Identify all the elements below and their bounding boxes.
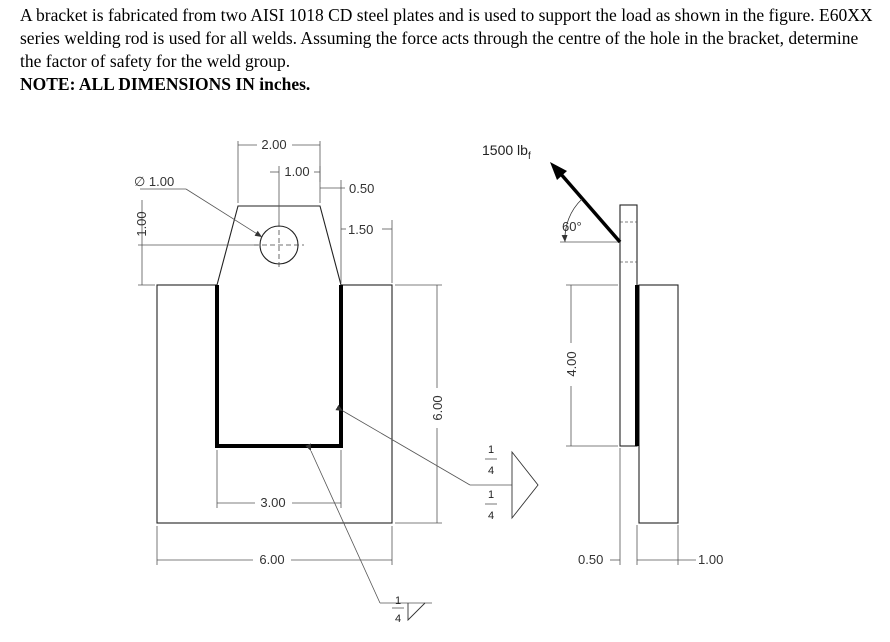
- front-view: 2.00 1.00 0.50 1.50 ∅ 1.00 1.00 6.00: [134, 137, 445, 567]
- dim-side-small: 0.50: [349, 181, 374, 196]
- side-view: 1500 lbf 60° 4.00 0.50 1.00: [482, 142, 723, 567]
- dim-weld-length: 4.00: [564, 351, 579, 376]
- dim-hole-height: 1.00: [134, 211, 149, 236]
- dim-side-large: 1.50: [348, 222, 373, 237]
- problem-note: NOTE: ALL DIMENSIONS IN inches.: [20, 74, 311, 94]
- force-label: 1500 lbf: [482, 142, 531, 162]
- weld-symbol-bottom: 1 4: [305, 443, 432, 625]
- dim-top-width: 2.00: [261, 137, 286, 152]
- weld-bead-front: [215, 285, 343, 448]
- problem-text: A bracket is fabricated from two AISI 10…: [20, 5, 873, 71]
- dim-thickness-left: 0.50: [578, 552, 603, 567]
- dim-base-width: 6.00: [259, 552, 284, 567]
- angle-label: 60°: [562, 219, 582, 234]
- svg-text:4: 4: [488, 465, 494, 477]
- svg-text:1: 1: [488, 489, 494, 501]
- force-arrow: [558, 171, 622, 244]
- dim-thickness-right: 1.00: [698, 552, 723, 567]
- dim-hole-diameter: ∅ 1.00: [134, 174, 174, 189]
- dim-hole-offset: 1.00: [284, 164, 309, 179]
- problem-statement: A bracket is fabricated from two AISI 10…: [20, 4, 880, 96]
- side-bracket-plate: [619, 204, 638, 447]
- weld-symbol-side: 1 4 1 4: [335, 404, 539, 522]
- svg-text:1: 1: [488, 444, 494, 456]
- svg-text:4: 4: [488, 510, 494, 522]
- svg-text:4: 4: [395, 613, 401, 625]
- dim-weld-width: 3.00: [260, 495, 285, 510]
- svg-text:1: 1: [395, 595, 401, 607]
- angle-arc: [561, 198, 583, 243]
- dim-total-height: 6.00: [430, 395, 445, 420]
- side-base-plate: [638, 284, 679, 524]
